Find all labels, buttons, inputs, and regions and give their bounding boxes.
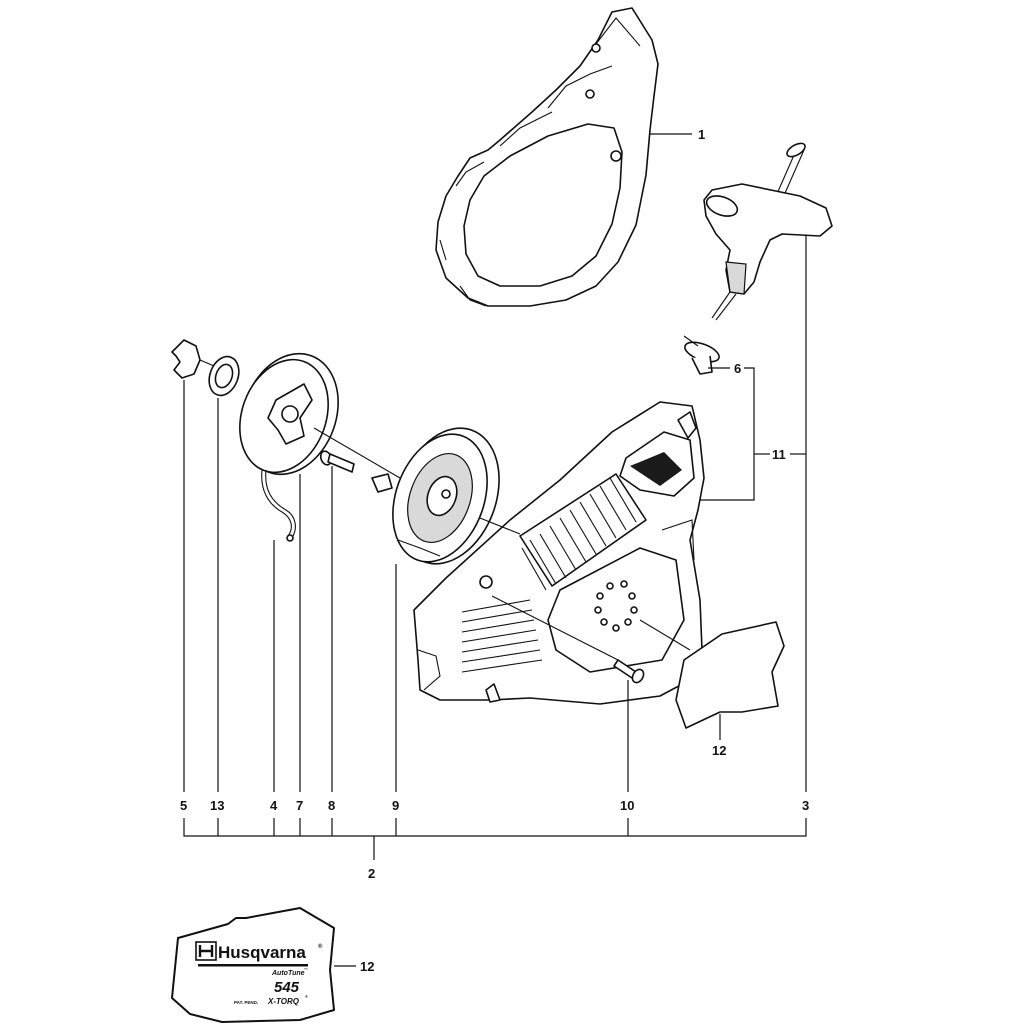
callout-5: 5 <box>180 798 187 813</box>
callout-8: 8 <box>328 798 335 813</box>
decal-system: AutoTune <box>271 970 305 977</box>
callout-12-upper: 12 <box>712 743 726 758</box>
leader-lines <box>183 133 807 967</box>
callout-numbers: 1 2 3 4 5 6 7 8 9 10 11 12 13 12 <box>180 127 809 974</box>
part-7-rotor <box>239 352 339 476</box>
assembly-axis-lines <box>199 335 699 661</box>
callout-10: 10 <box>620 798 634 813</box>
callout-13: 13 <box>210 798 224 813</box>
decal-engine-mark: ® <box>305 994 308 999</box>
callout-1: 1 <box>698 127 705 142</box>
callout-4: 4 <box>270 798 278 813</box>
husqvarna-logo-icon <box>195 941 217 961</box>
callout-6: 6 <box>734 361 741 376</box>
housing-vents <box>461 599 543 673</box>
callout-2: 2 <box>368 866 375 881</box>
decal-tm: ™ <box>304 967 308 972</box>
part-12-decal-blank <box>675 621 785 729</box>
part-9-pulley <box>371 427 500 565</box>
housing-hub-holes <box>594 580 638 632</box>
callout-11: 11 <box>772 447 786 462</box>
part-12-printed-decal: Husqvarna ® AutoTune ™ 545 PAT. PEND. X-… <box>171 907 335 1023</box>
part-6-eyelet <box>684 341 720 375</box>
callout-9: 9 <box>392 798 399 813</box>
part-11-starter-housing <box>413 401 705 705</box>
callout-3: 3 <box>802 798 809 813</box>
decal-registered: ® <box>318 943 323 950</box>
decal-rule <box>198 964 308 967</box>
callout-12-decal: 12 <box>360 959 374 974</box>
housing-grille <box>519 473 647 591</box>
part-13-washer <box>208 355 240 397</box>
part-4-rope <box>261 469 296 542</box>
decal-model: 545 <box>274 979 300 996</box>
part-5-circlip <box>171 339 201 379</box>
part-10-screw <box>613 659 645 684</box>
decal-pat-note: PAT. PEND. <box>234 1000 258 1005</box>
decal-engine: X-TORQ <box>267 997 300 1006</box>
decal-brand: Husqvarna <box>218 943 306 962</box>
part-8-screw <box>319 450 355 473</box>
part-3-starter-handle <box>703 142 833 321</box>
part-1-cover <box>435 7 659 307</box>
callout-7: 7 <box>296 798 303 813</box>
